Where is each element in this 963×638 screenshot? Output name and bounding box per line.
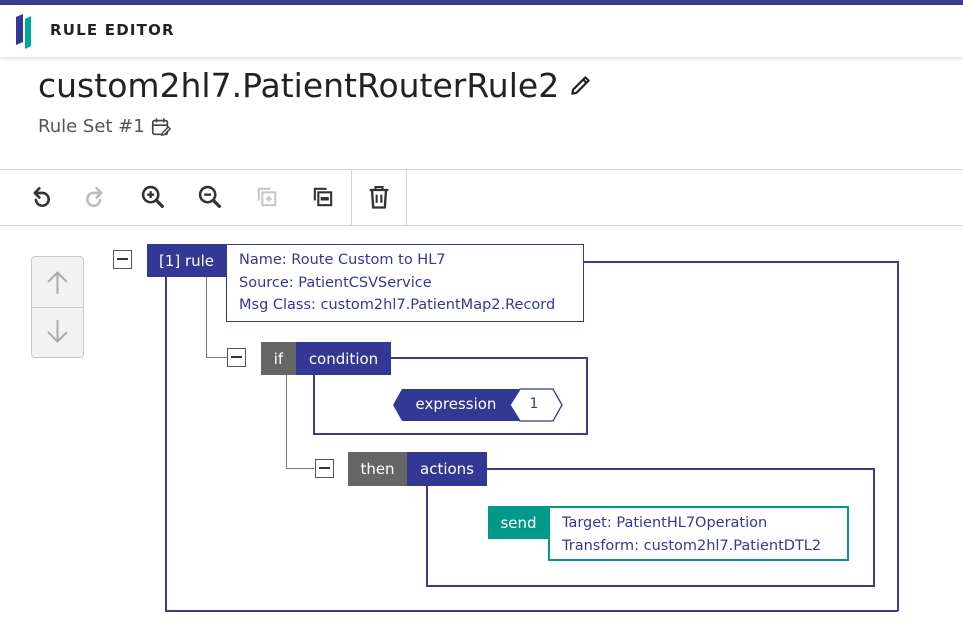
app-header: RULE EDITOR [0, 5, 963, 57]
expression-shape [393, 388, 563, 422]
rule-container-bottom-border [165, 610, 898, 612]
tree-connector [286, 468, 314, 469]
rule-info-box[interactable]: Name: Route Custom to HL7 Source: Patien… [226, 244, 584, 322]
copy-icon[interactable] [309, 183, 337, 211]
send-target-line: Target: PatientHL7Operation [562, 515, 768, 531]
toolbar-separator [406, 170, 407, 225]
move-up-icon[interactable] [32, 257, 83, 307]
undo-icon[interactable] [26, 183, 54, 211]
tree-connector [286, 375, 287, 469]
edit-pencil-icon[interactable] [568, 72, 594, 98]
send-block-label[interactable]: send [488, 506, 549, 539]
send-transform-line: Transform: custom2hl7.PatientDTL2 [562, 537, 822, 554]
tree-connector [206, 357, 227, 358]
actions-block-label[interactable]: actions [407, 452, 487, 486]
then-collapse-toggle[interactable] [315, 459, 334, 478]
rule-collapse-toggle[interactable] [113, 250, 132, 269]
if-block-label[interactable]: if [261, 342, 296, 375]
send-info-box[interactable]: Target: PatientHL7Operation Transform: c… [548, 506, 849, 561]
if-collapse-toggle[interactable] [227, 348, 246, 367]
rule-name-line: Name: Route Custom to HL7 [239, 252, 446, 268]
redo-icon[interactable] [82, 183, 110, 211]
ruleset-label: Rule Set #1 [38, 116, 145, 137]
condition-container-right-border [586, 357, 588, 434]
toolbar-separator [351, 170, 352, 225]
rule-container-top-border [583, 261, 898, 263]
then-block-label[interactable]: then [348, 452, 407, 486]
rule-block-label[interactable]: [1] rule [147, 244, 226, 277]
actions-container-bottom-border [426, 585, 875, 587]
actions-container-top-border [487, 468, 874, 470]
condition-container-bottom-border [313, 433, 588, 435]
top-accent-bar [0, 0, 963, 5]
expression-value[interactable]: 1 [529, 396, 539, 412]
duplicate-icon[interactable] [253, 183, 281, 211]
move-controls-divider [32, 307, 83, 308]
rule-msgclass-line: Msg Class: custom2hl7.PatientMap2.Record [239, 297, 556, 313]
condition-container-top-border [391, 357, 587, 359]
move-controls [31, 256, 84, 358]
rule-container-left-border [165, 261, 167, 611]
zoom-out-icon[interactable] [196, 183, 224, 211]
delete-icon[interactable] [365, 183, 393, 211]
rule-source-line: Source: PatientCSVService [239, 274, 432, 291]
actions-container-left-border [426, 486, 428, 586]
tree-connector [206, 277, 207, 358]
calendar-edit-icon[interactable] [150, 116, 172, 138]
condition-container-left-border [313, 375, 315, 434]
app-logo-icon [16, 14, 31, 49]
condition-block-label[interactable]: condition [296, 342, 391, 375]
move-down-icon[interactable] [32, 308, 83, 358]
actions-container-right-border [873, 468, 875, 586]
zoom-in-icon[interactable] [139, 183, 167, 211]
expression-label[interactable]: expression [415, 395, 497, 413]
editor-toolbar [0, 169, 963, 226]
rule-name-title: custom2hl7.PatientRouterRule2 [38, 66, 560, 105]
app-title: RULE EDITOR [50, 21, 175, 39]
rule-container-right-border [897, 261, 899, 611]
